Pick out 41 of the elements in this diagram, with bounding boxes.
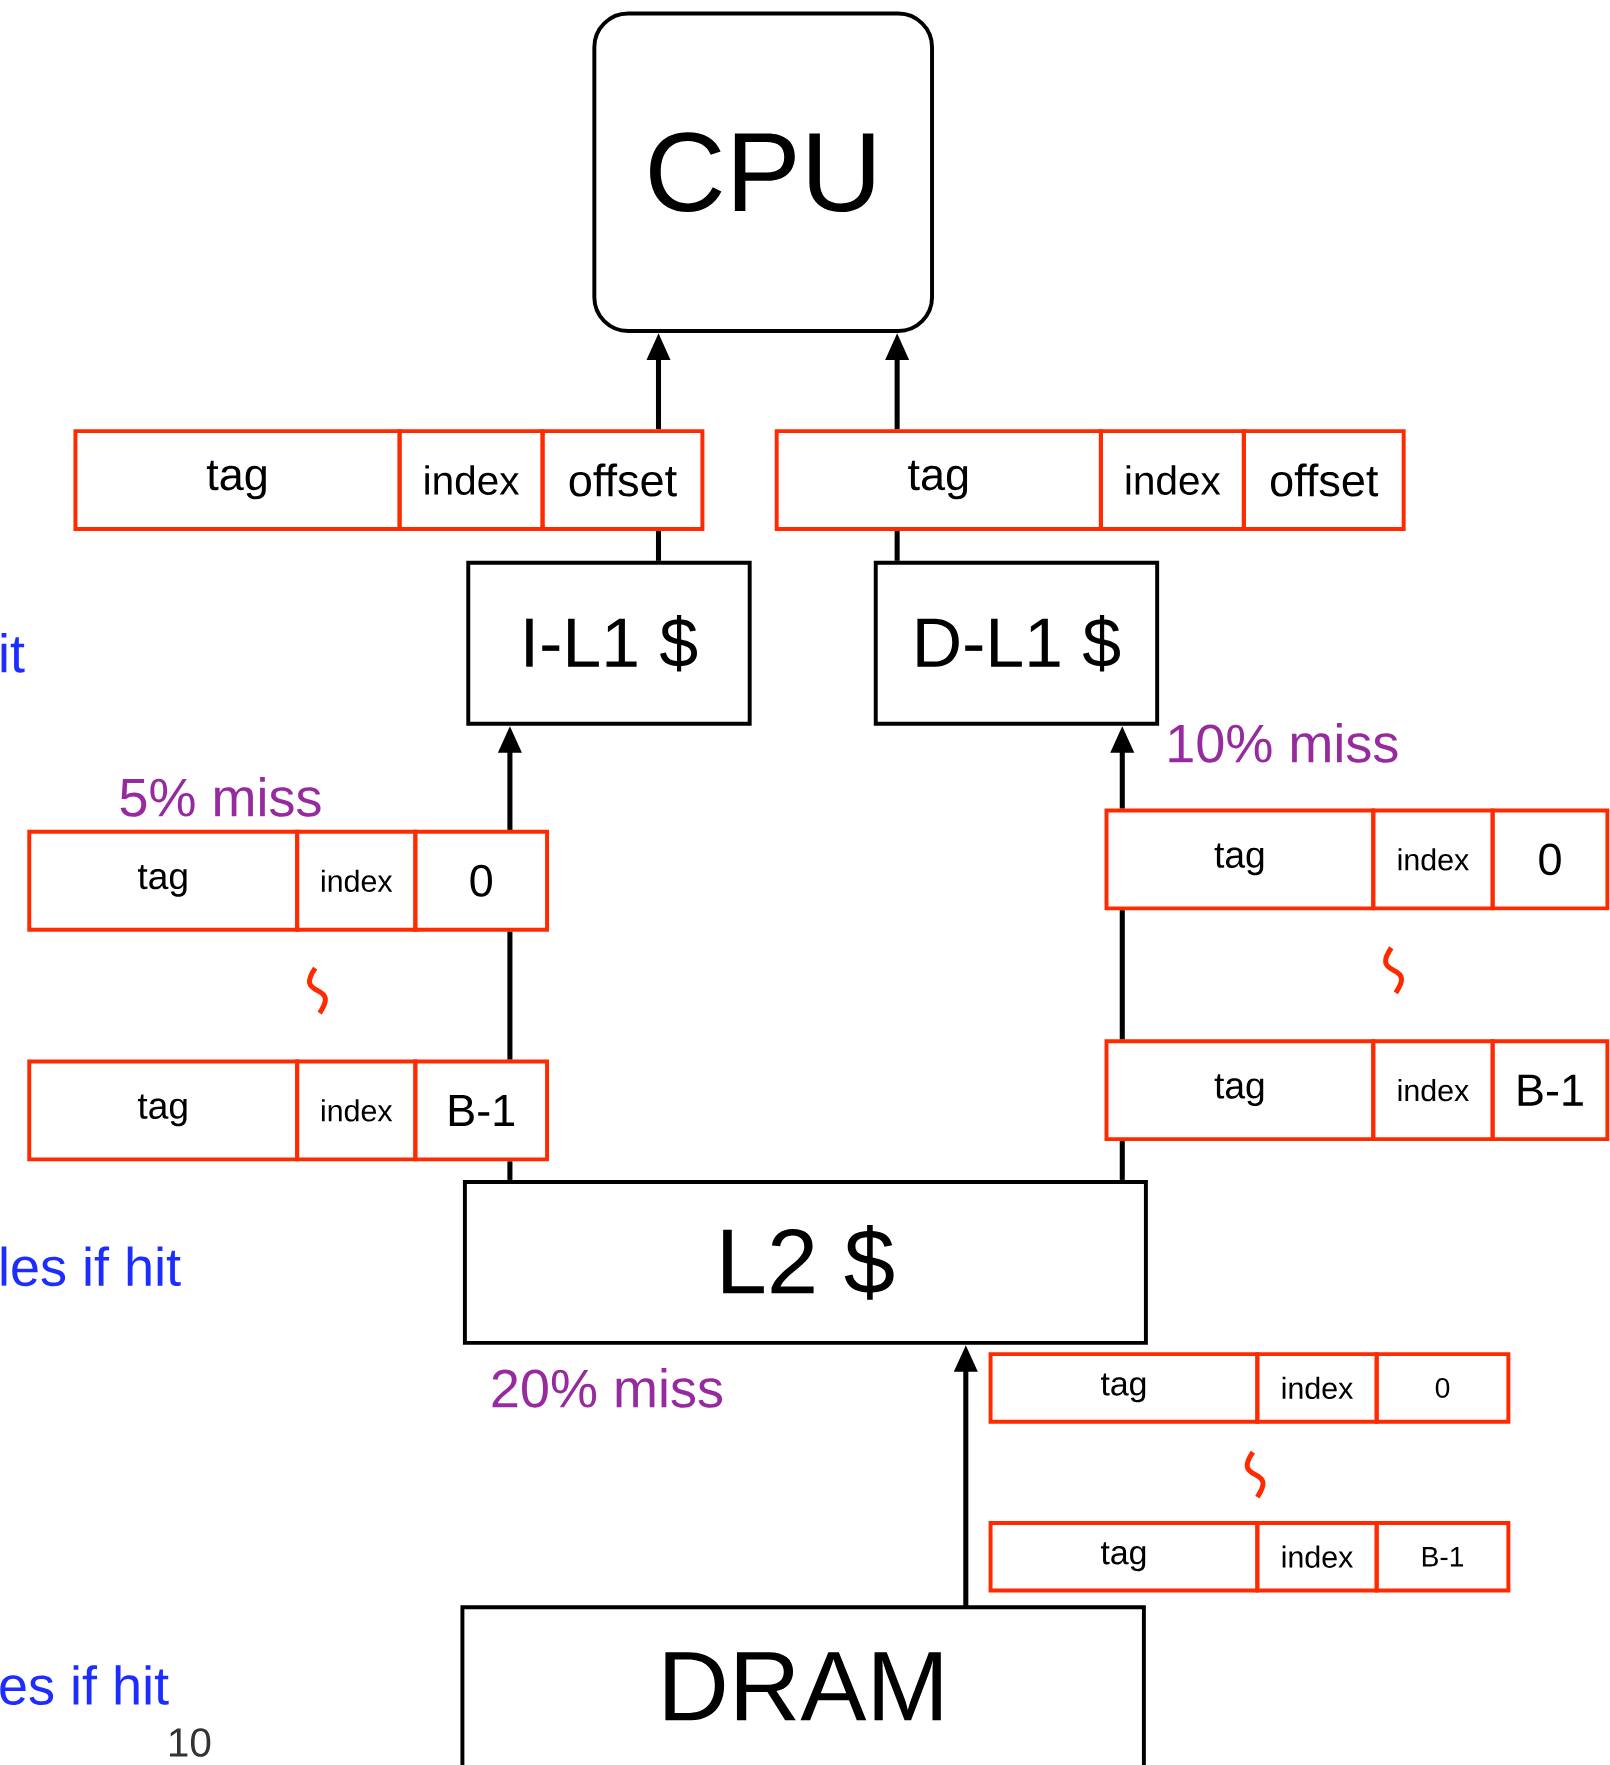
note-text: les if hit xyxy=(1,1246,181,1287)
address-field-cell: tag xyxy=(1104,1039,1376,1142)
address-field-cell: index xyxy=(1099,429,1246,531)
address-field-cell: B-1 xyxy=(1490,1039,1610,1142)
cache-box: L2 $ xyxy=(463,1179,1149,1345)
address-field-cell: tag xyxy=(27,1059,300,1162)
connector-line xyxy=(1119,910,1125,1040)
note-text: it xyxy=(1,633,25,673)
address-field-cell: index xyxy=(1371,1039,1495,1142)
address-field-cell: tag xyxy=(27,829,300,932)
address-field-cell: index xyxy=(295,829,418,932)
note-text: es if hit xyxy=(0,1665,169,1705)
address-field-cell: offset xyxy=(1242,429,1406,531)
address-field-cell: B-1 xyxy=(1374,1521,1511,1593)
address-field-cell: 0 xyxy=(1374,1352,1511,1424)
address-field-cell: index xyxy=(1255,1352,1379,1424)
connector-line xyxy=(507,931,513,1060)
address-field-cell: tag xyxy=(988,1352,1260,1424)
cache-box: D-L1 $ xyxy=(873,560,1160,726)
address-field-cell: offset xyxy=(540,429,705,531)
connector-line xyxy=(507,1161,513,1180)
address-field-cell: tag xyxy=(1104,808,1376,911)
cache-box: I-L1 $ xyxy=(466,560,752,726)
address-field-cell: index xyxy=(295,1059,418,1162)
miss-rate-label: 10% miss xyxy=(1169,723,1398,763)
connector-line xyxy=(894,531,900,561)
address-field-cell: index xyxy=(1255,1521,1379,1593)
address-field-cell: B-1 xyxy=(413,1059,550,1162)
miss-rate-label: 5% miss xyxy=(120,777,321,817)
address-field-cell: 0 xyxy=(1490,808,1610,911)
address-field-cell: 0 xyxy=(413,829,550,932)
address-field-cell: tag xyxy=(774,429,1103,531)
address-field-cell: tag xyxy=(988,1521,1260,1593)
cpu-box: CPU xyxy=(592,11,935,333)
page-number: 10 xyxy=(170,1728,211,1757)
address-field-cell: index xyxy=(1371,808,1495,911)
memory-box: DRAM xyxy=(460,1605,1147,1765)
connector-line xyxy=(1119,1141,1125,1180)
connector-line xyxy=(656,531,662,561)
address-field-cell: tag xyxy=(73,429,402,531)
address-field-cell: index xyxy=(397,429,545,531)
